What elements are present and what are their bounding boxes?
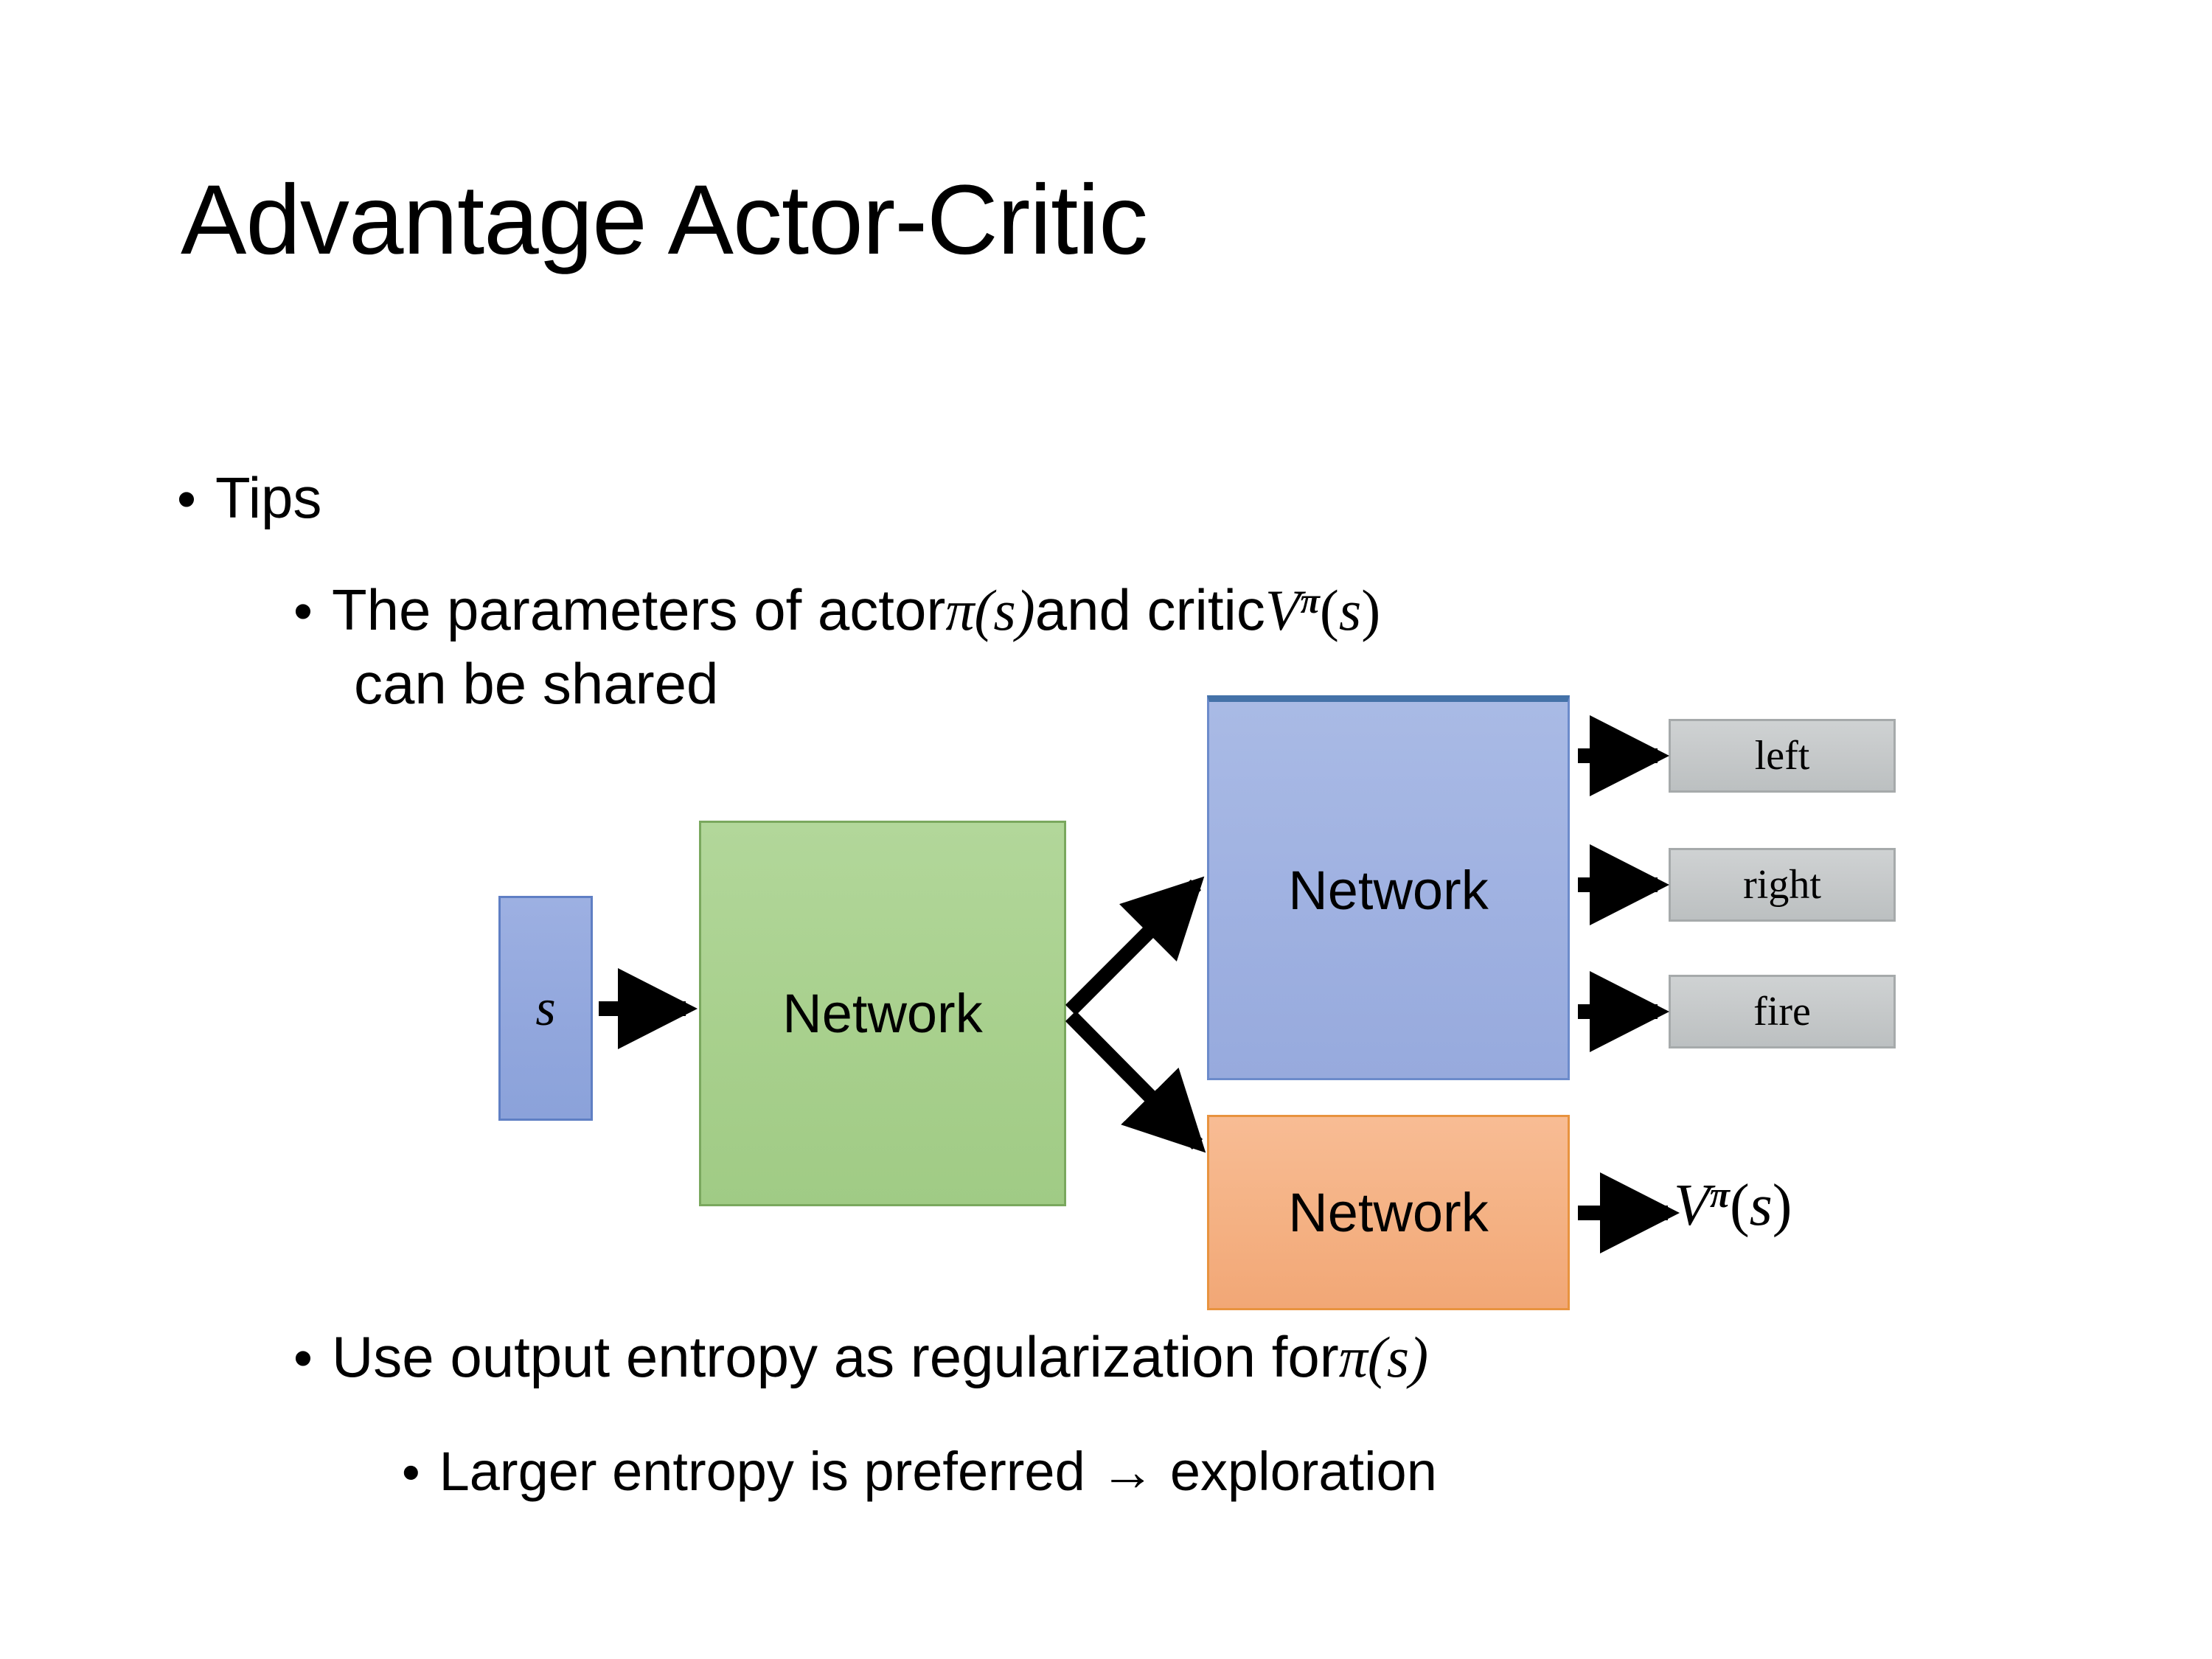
action-output-label: fire [1753, 989, 1811, 1034]
actor-network-box: Network [1207, 695, 1570, 1080]
shared-network-box: Network [699, 821, 1066, 1206]
shared-network-label: Network [782, 983, 983, 1044]
bullet-marker-icon: • [402, 1443, 420, 1501]
bullet-exploration: • Larger entropy is preferred → explorat… [402, 1440, 1437, 1503]
bullet-parameters-line2: can be shared [354, 650, 718, 717]
bullet-parameters-line2-label: can be shared [354, 651, 719, 716]
action-output-left: left [1669, 719, 1896, 793]
math-value-v-pi-s: Vπ(s) [1265, 578, 1381, 642]
action-output-label: left [1754, 733, 1810, 779]
math-policy-pi-s: π(s) [1338, 1325, 1429, 1389]
bullet-marker-icon: • [293, 580, 313, 641]
actor-network-label: Network [1288, 859, 1489, 921]
arrow-shared-to-actor [1065, 876, 1205, 1016]
critic-network-box: Network [1207, 1115, 1570, 1310]
math-policy-pi-s: π(s) [945, 578, 1035, 642]
action-output-label: right [1743, 862, 1821, 908]
action-output-right: right [1669, 848, 1896, 922]
bullet-parameters-middle: and critic [1034, 577, 1265, 642]
bullet-marker-icon: • [177, 468, 196, 529]
bullet-tips-label: Tips [215, 465, 322, 530]
bullet-exploration-label: Larger entropy is preferred → exploratio… [439, 1441, 1437, 1502]
bullet-tips: • Tips [177, 465, 321, 532]
bullet-parameters-prefix: The parameters of actor [331, 577, 946, 642]
value-function-output: Vπ(s) [1674, 1171, 1792, 1239]
state-label: s [535, 979, 556, 1037]
critic-network-label: Network [1288, 1182, 1489, 1243]
math-value-v-pi-s: Vπ(s) [1674, 1173, 1792, 1238]
arrow-shared-to-critic [1065, 1010, 1206, 1153]
state-input-box: s [498, 896, 593, 1121]
bullet-parameters-shared: • The parameters of actor π(s) and criti… [293, 577, 1380, 644]
action-output-fire: fire [1669, 975, 1896, 1048]
bullet-marker-icon: • [293, 1327, 313, 1388]
page-title: Advantage Actor-Critic [181, 165, 1148, 275]
bullet-entropy-prefix: Use output entropy as regularization for [331, 1324, 1339, 1389]
bullet-entropy-regularization: • Use output entropy as regularization f… [293, 1324, 1428, 1391]
